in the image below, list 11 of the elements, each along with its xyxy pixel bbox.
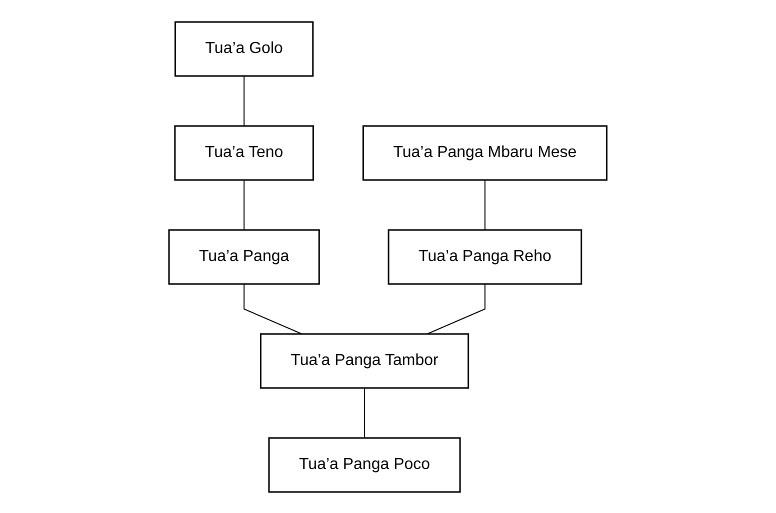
node-box: Tua’a Panga Tambor bbox=[260, 332, 470, 388]
node-box: Tua’a Panga bbox=[168, 228, 320, 284]
connector bbox=[484, 179, 486, 230]
node-box: Tua’a Panga Reho bbox=[388, 228, 582, 284]
node-box: Tua’a Teno bbox=[174, 124, 314, 180]
node-box: Tua’a Panga Mbaru Mese bbox=[362, 124, 608, 180]
connector bbox=[244, 75, 245, 126]
connector bbox=[364, 387, 366, 438]
connector bbox=[244, 179, 245, 230]
node-box: Tua’a Panga Poco bbox=[268, 436, 461, 492]
node-box: Tua’a Golo bbox=[174, 20, 314, 76]
